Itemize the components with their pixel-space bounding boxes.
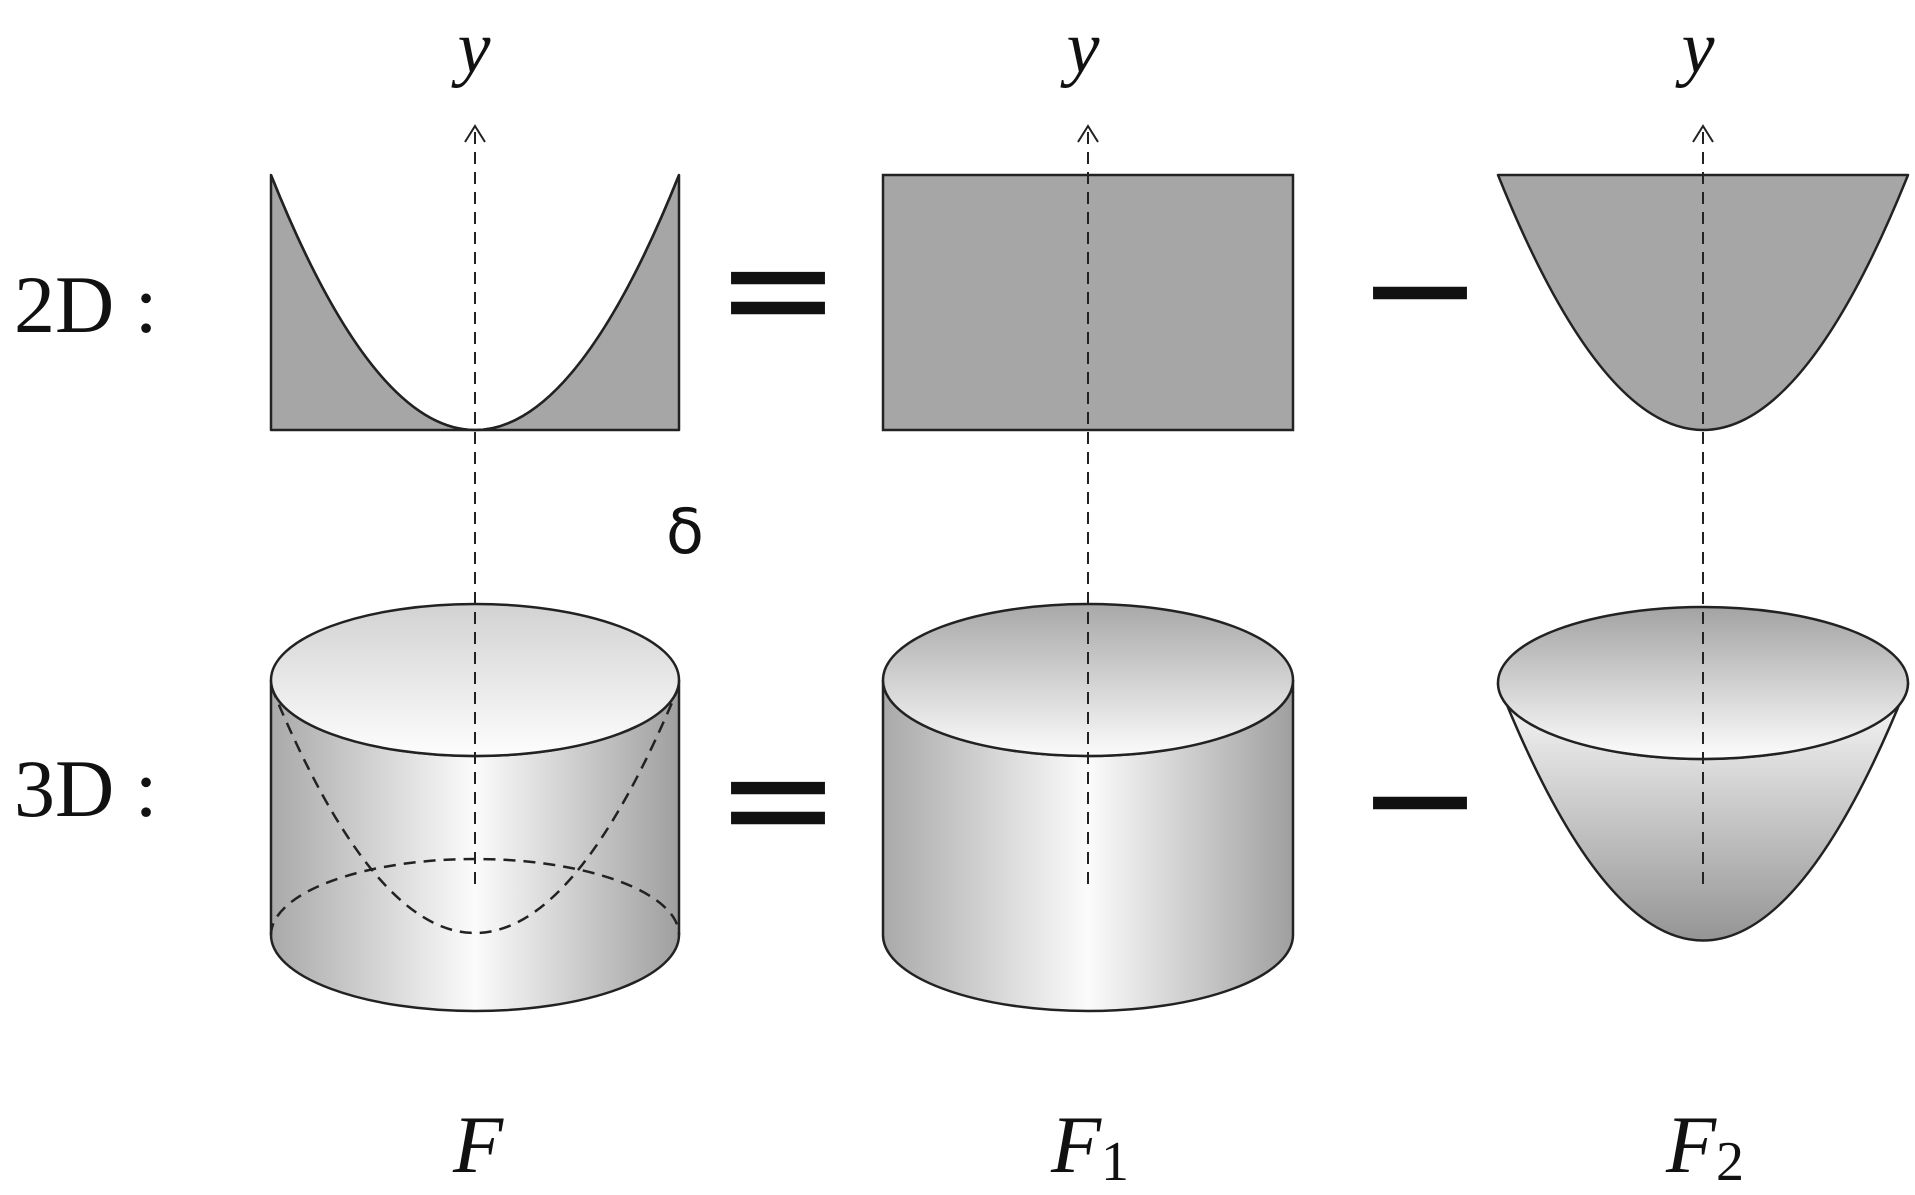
axis-label-y-col3: y [1675,7,1715,89]
axis-label-y-col2: y [1060,7,1100,89]
column-label-f2-subscript: 2 [1716,1131,1744,1193]
equals-3d: = [715,712,841,886]
minus-2d: − [1357,202,1483,376]
column-label-f2: F2 [1665,1099,1744,1193]
column-label-f2-name: F [1665,1099,1717,1190]
column-label-f: F [452,1099,504,1190]
equals-2d: = [715,202,841,376]
axis-arrow-col1 [464,124,486,143]
axis-arrow-col2 [1077,124,1099,143]
row-label-2d: 2D : [14,259,158,350]
axis-label-y-col1: y [451,7,491,89]
parabola-curve-2d-f [269,174,681,432]
row-label-3d: 3D : [14,743,158,834]
delta-label: δ [666,495,704,568]
minus-3d: − [1357,712,1483,886]
column-label-f1-subscript: 1 [1101,1131,1129,1193]
column-label-f-name: F [452,1099,504,1190]
axis-arrow-col3 [1692,124,1714,143]
column-label-f1: F1 [1050,1099,1129,1193]
column-label-f1-name: F [1050,1099,1102,1190]
